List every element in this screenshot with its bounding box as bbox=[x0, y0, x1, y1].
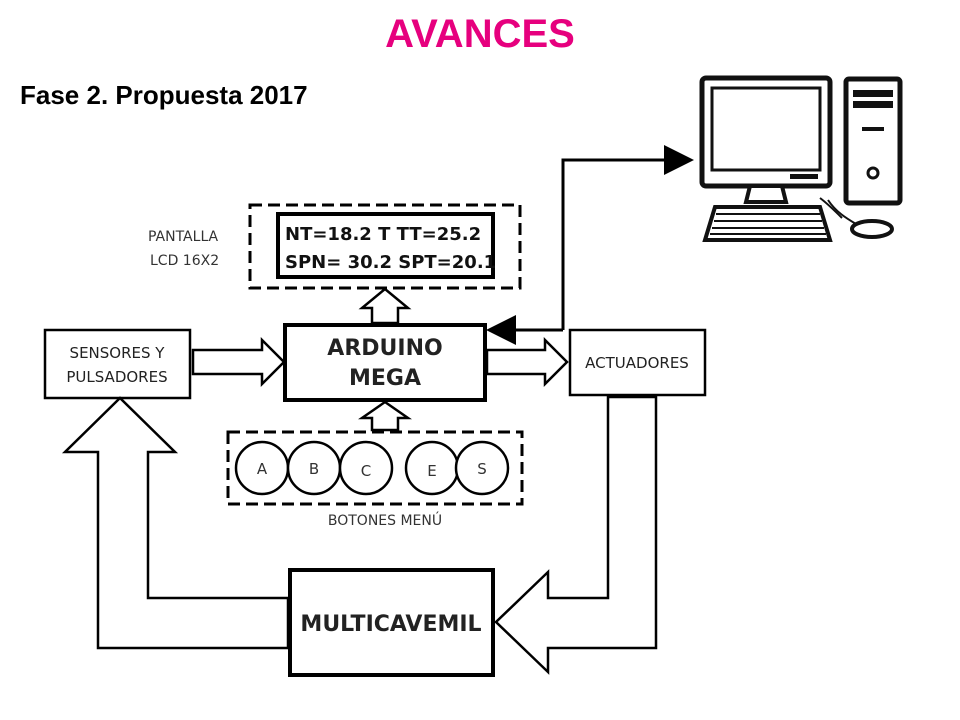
arduino-to-lcd-arrow bbox=[358, 287, 412, 325]
multicavemil-box bbox=[288, 568, 495, 677]
multicavemil-block: MULTICAVEMIL bbox=[288, 568, 495, 677]
buttons-dashed-frame bbox=[226, 430, 524, 506]
slide-title: AVANCES bbox=[385, 12, 575, 56]
tower-drive-1 bbox=[853, 90, 893, 97]
monitor-screen bbox=[710, 86, 822, 172]
actuators-label: ACTUADORES bbox=[585, 354, 689, 372]
slide-subtitle: Fase 2. Propuesta 2017 bbox=[20, 80, 308, 110]
mouse-icon bbox=[850, 219, 894, 239]
tower-case bbox=[843, 76, 903, 206]
lcd-caption-line-2: LCD 16X2 bbox=[150, 253, 219, 269]
arduino-label-line-2: MEGA bbox=[349, 366, 421, 391]
menu-button-b-label: B bbox=[309, 460, 319, 478]
lcd-caption-line-1: PANTALLA bbox=[148, 229, 219, 245]
menu-button-c[interactable] bbox=[338, 440, 394, 496]
sensors-label-line-2: PULSADORES bbox=[66, 368, 167, 386]
lcd-line-1: NT=18.2 T TT=25.2 bbox=[285, 224, 481, 245]
menu-button-s[interactable] bbox=[454, 440, 510, 496]
menu-button-a-label: A bbox=[257, 460, 268, 478]
arduino-box bbox=[283, 323, 487, 402]
menu-button-c-label: C bbox=[361, 462, 371, 480]
arduino-to-computer-connector bbox=[561, 145, 694, 330]
keyboard-icon bbox=[702, 205, 833, 242]
tower-drive-2 bbox=[853, 101, 893, 108]
multicavemil-to-sensors-arrow bbox=[61, 396, 290, 650]
mouse-cable bbox=[827, 199, 857, 225]
monitor-button-strip bbox=[790, 174, 818, 179]
buttons-caption: BOTONES MENÚ bbox=[328, 511, 442, 529]
actuators-box bbox=[568, 328, 707, 397]
lcd-line-2: SPN= 30.2 SPT=20.1 bbox=[285, 252, 496, 273]
arduino-to-actuators-arrow bbox=[485, 336, 569, 388]
keyboard-cable bbox=[819, 197, 843, 219]
actuators-block: ACTUADORES bbox=[568, 328, 707, 397]
menu-buttons-group: A B C E S BOTONES MENÚ bbox=[226, 430, 524, 529]
sensors-to-arduino-arrow bbox=[191, 336, 286, 388]
sensors-block: SENSORES Y PULSADORES bbox=[43, 328, 192, 400]
actuators-to-multicavemil-arrow bbox=[494, 395, 658, 675]
menu-button-e-label: E bbox=[427, 462, 436, 480]
buttons-to-arduino-arrow bbox=[358, 400, 412, 432]
lcd-screen bbox=[276, 212, 495, 279]
multicavemil-label: MULTICAVEMIL bbox=[300, 612, 481, 637]
tower-slot bbox=[862, 127, 884, 131]
arduino-label-line-1: ARDUINO bbox=[327, 336, 442, 361]
menu-button-s-label: S bbox=[477, 460, 487, 478]
sensors-label-line-1: SENSORES Y bbox=[70, 344, 166, 362]
keyboard-keys bbox=[710, 213, 826, 235]
arduino-block: ARDUINO MEGA bbox=[283, 323, 487, 402]
desktop-computer-icon bbox=[699, 75, 903, 242]
sensors-box bbox=[43, 328, 192, 400]
lcd-display-group: NT=18.2 T TT=25.2 SPN= 30.2 SPT=20.1 PAN… bbox=[148, 203, 522, 290]
power-button-icon bbox=[866, 166, 880, 180]
monitor-stand bbox=[743, 184, 789, 204]
